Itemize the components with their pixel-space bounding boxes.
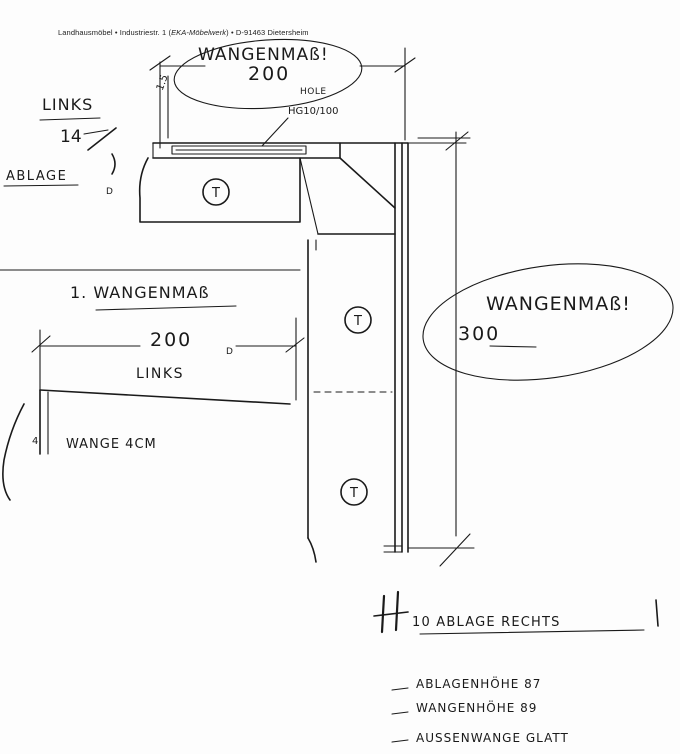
left-side-label: LINKS (42, 95, 93, 114)
hole-code: HG10/100 (288, 106, 338, 117)
marker-t-2-label: T (353, 314, 362, 329)
left-fraction: 14 (60, 127, 82, 147)
top-note-circle (173, 38, 363, 110)
left-ablage-underline (3, 184, 79, 187)
marker-t-3-label: T (349, 486, 358, 501)
spec-number: 10 ABLAGE RECHTS (412, 615, 561, 630)
letterhead-address: ) • D-91463 Dietersheim (226, 28, 309, 37)
left-ablage-label: ABLAGE (6, 169, 67, 184)
hole-leader (261, 117, 289, 147)
lower-note-underline (95, 305, 237, 311)
right-note-underline (489, 345, 537, 348)
lower-note-mark: D (226, 347, 233, 357)
lower-note-title: 1. WANGENMAß (70, 283, 210, 302)
top-dimension (149, 47, 416, 149)
top-note-value: 200 (248, 63, 290, 85)
shelf-plan (0, 131, 475, 567)
spec-marker (373, 590, 409, 634)
left-sub-mark: D (106, 187, 113, 197)
right-note-circle (422, 263, 674, 381)
left-side-underline (39, 117, 101, 121)
top-note-title: WANGENMAß! (198, 45, 329, 65)
right-note-title: WANGENMAß! (486, 293, 631, 315)
lower-side-label: LINKS (136, 366, 184, 382)
hole-label: HOLE (300, 87, 327, 97)
left-fraction-slash (87, 127, 117, 151)
marker-t-3 (340, 478, 368, 506)
spec-bang (655, 599, 659, 627)
letterhead-company-brand: EKA-Möbelwerk (171, 28, 227, 37)
lower-wange-label: WANGE 4CM (66, 437, 157, 452)
edge-dimension: 1.5 (155, 73, 171, 92)
spec-line-3: AUSSENWANGE GLATT (416, 731, 569, 745)
left-mark-bang (111, 153, 116, 175)
letterhead-company: Landhausmöbel • Industriestr. 1 ( (58, 28, 172, 37)
right-note-value: 300 (458, 323, 500, 345)
letterhead: Landhausmöbel • Industriestr. 1 (EKA-Möb… (58, 28, 309, 37)
marker-t-2 (344, 306, 372, 334)
marker-t-1 (202, 178, 230, 206)
lower-note-value: 200 (150, 329, 192, 351)
spec-line-1: ABLAGENHÖHE 87 (416, 675, 541, 691)
lower-wange-dim: 4 (32, 436, 38, 447)
spec-underline (419, 629, 645, 635)
marker-t-1-label: T (211, 186, 220, 201)
spec-line-2: WANGENHÖHE 89 (416, 699, 537, 715)
lower-board (2, 389, 291, 501)
